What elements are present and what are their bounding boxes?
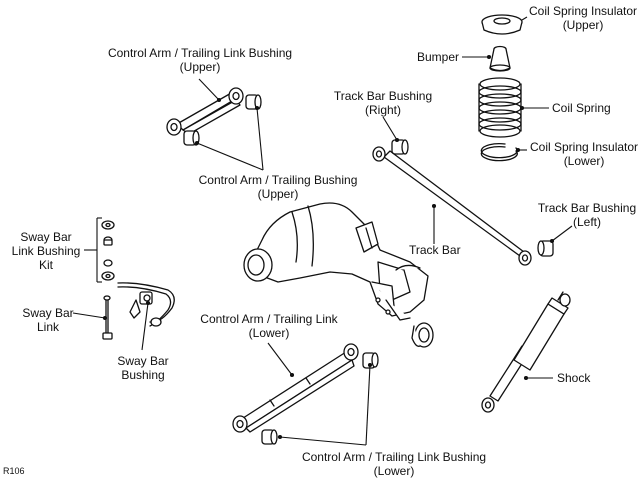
label-sway-bar-link-bushing-kit: Sway Bar Link Bushing Kit <box>6 230 86 272</box>
label-track-bar-bushing-left: Track Bar Bushing (Left) <box>532 201 642 229</box>
label-line: (Upper) <box>562 18 604 32</box>
bumper-part <box>489 45 511 72</box>
label-line: Control Arm / Trailing Bushing <box>198 173 358 187</box>
label-line: (Left) <box>572 215 601 229</box>
label-track-bar: Track Bar <box>409 243 461 257</box>
label-line: Sway Bar <box>22 306 74 320</box>
label-line: Control Arm / Trailing Link <box>200 312 338 326</box>
coil-spring-part <box>478 77 522 138</box>
label-line: Sway Bar <box>117 354 169 368</box>
label-line: Coil Spring Insulator <box>530 140 639 154</box>
label-sway-bar-link: Sway Bar Link <box>18 306 78 334</box>
axle-housing-part <box>243 202 429 321</box>
label-line: (Upper) <box>179 60 221 74</box>
label-coil-spring-insulator-upper: Coil Spring Insulator (Upper) <box>529 4 637 32</box>
label-line: (Lower) <box>563 154 605 168</box>
coil-spring-insulator-upper-part <box>481 14 523 35</box>
lower-control-arm-part <box>232 343 359 433</box>
label-line: Link <box>36 320 59 334</box>
label-line: (Right) <box>364 103 401 117</box>
label-shock: Shock <box>557 371 591 385</box>
label-coil-spring: Coil Spring <box>552 101 611 115</box>
label-bumper: Bumper <box>417 50 460 64</box>
label-line: Control Arm / Trailing Link Bushing <box>107 46 293 60</box>
label-line: (Lower) <box>248 326 290 340</box>
upper-control-arm-part <box>166 87 244 136</box>
sway-bar-part <box>117 282 175 327</box>
upper-control-arm-bushings <box>183 94 262 146</box>
axle-seal-part <box>411 322 434 348</box>
label-control-arm-trailing-link-lower: Control Arm / Trailing Link (Lower) <box>194 312 344 340</box>
label-sway-bar-bushing: Sway Bar Bushing <box>112 354 174 382</box>
label-line: Kit <box>38 258 53 272</box>
label-line: Track Bar Bushing <box>333 89 433 103</box>
label-control-arm-trailing-bushing-upper: Control Arm / Trailing Bushing (Upper) <box>193 173 363 201</box>
coil-spring-insulator-lower-part <box>480 143 518 162</box>
label-line: Link Bushing <box>11 244 81 258</box>
sway-bar-link-bushing-kit-part <box>101 220 115 281</box>
shock-part <box>481 291 571 413</box>
label-track-bar-bushing-right: Track Bar Bushing (Right) <box>328 89 438 117</box>
label-coil-spring-insulator-lower: Coil Spring Insulator (Lower) <box>530 140 638 168</box>
label-line: Coil Spring Insulator <box>529 4 638 18</box>
label-line: (Upper) <box>257 187 299 201</box>
label-line: Sway Bar <box>20 230 72 244</box>
label-line: (Lower) <box>373 464 415 478</box>
label-control-arm-trailing-link-bushing-lower: Control Arm / Trailing Link Bushing (Low… <box>284 450 504 478</box>
label-control-arm-trailing-link-bushing-upper: Control Arm / Trailing Link Bushing (Upp… <box>90 46 310 74</box>
track-bar-part <box>372 146 532 266</box>
lower-control-arm-bushings <box>261 352 379 445</box>
track-bar-bushing-left-part <box>537 240 554 257</box>
label-line: Bushing <box>121 368 165 382</box>
figure-id: R106 <box>3 466 25 476</box>
label-line: Control Arm / Trailing Link Bushing <box>301 450 487 464</box>
label-line: Track Bar Bushing <box>537 201 637 215</box>
track-bar-bushing-right-part <box>391 139 409 155</box>
